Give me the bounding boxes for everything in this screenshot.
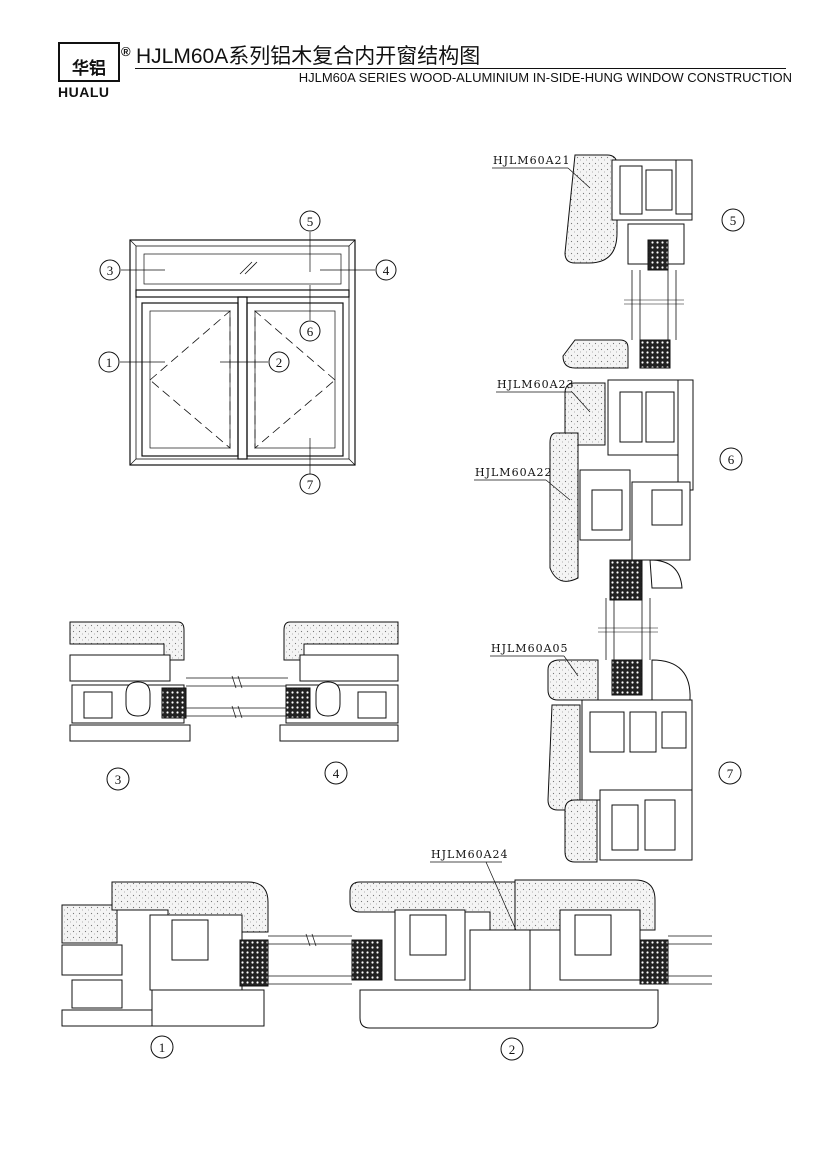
- vertical-section-labels: HJLM60A21 HJLM60A23 HJLM60A22 HJLM60A05 …: [474, 154, 745, 785]
- section-number-text: 2: [509, 1042, 516, 1057]
- elevation-callouts: 5 3 4 6 1 2 7: [98, 210, 397, 495]
- callout-number: 6: [307, 324, 314, 339]
- part-label-a23: HJLM60A23: [497, 378, 575, 391]
- jamb-mullion-labels: HJLM60A24 1 2: [150, 848, 524, 1061]
- callout-number: 2: [276, 355, 283, 370]
- callout-number: 3: [107, 263, 114, 278]
- registered-mark: ®: [121, 44, 131, 59]
- section-number-1: 1: [150, 1035, 174, 1059]
- vertical-section: [547, 154, 694, 863]
- page-title-english: HJLM60A SERIES WOOD-ALUMINIUM IN-SIDE-HU…: [298, 70, 792, 85]
- horizontal-section-jamb-mullion: [61, 879, 712, 1029]
- part-label-a21: HJLM60A21: [493, 154, 571, 167]
- elevation-callout-5: 5: [299, 210, 321, 232]
- section-number-2: 2: [500, 1037, 524, 1061]
- section-number-text: 4: [333, 766, 340, 781]
- callout-number: 1: [106, 355, 113, 370]
- section-number-6: 6: [719, 447, 743, 471]
- elevation-callout-6: 6: [299, 320, 321, 342]
- section-number-text: 6: [728, 452, 735, 467]
- logo-chinese-text: 华铝: [72, 59, 106, 79]
- callout-number: 5: [307, 214, 314, 229]
- section-number-text: 7: [727, 766, 734, 781]
- section-number-4: 4: [324, 761, 348, 785]
- part-label-a05: HJLM60A05: [491, 642, 569, 655]
- callout-number: 7: [307, 477, 314, 492]
- title-divider: [135, 68, 786, 69]
- brand-logo: 华铝 HUALU: [58, 42, 120, 100]
- logo-mark: 华铝: [58, 42, 120, 82]
- section-number-text: 3: [115, 772, 122, 787]
- elevation-callout-1: 1: [98, 351, 120, 373]
- part-label-a22: HJLM60A22: [475, 466, 553, 479]
- logo-english-text: HUALU: [58, 84, 110, 100]
- elevation-callout-2: 2: [268, 351, 290, 373]
- transom-section-numbers: 3 4: [106, 761, 348, 791]
- part-label-a24: HJLM60A24: [431, 848, 509, 861]
- window-elevation: [120, 232, 375, 474]
- section-number-text: 1: [159, 1040, 166, 1055]
- elevation-callout-4: 4: [375, 259, 397, 281]
- section-number-text: 5: [730, 213, 737, 228]
- elevation-callout-3: 3: [99, 259, 121, 281]
- section-number-5: 5: [721, 208, 745, 232]
- section-number-7: 7: [718, 761, 742, 785]
- horizontal-section-transom: [69, 621, 399, 742]
- section-number-3: 3: [106, 767, 130, 791]
- elevation-callout-7: 7: [299, 473, 321, 495]
- page-title-chinese: HJLM60A系列铝木复合内开窗结构图: [136, 45, 481, 68]
- callout-number: 4: [383, 263, 390, 278]
